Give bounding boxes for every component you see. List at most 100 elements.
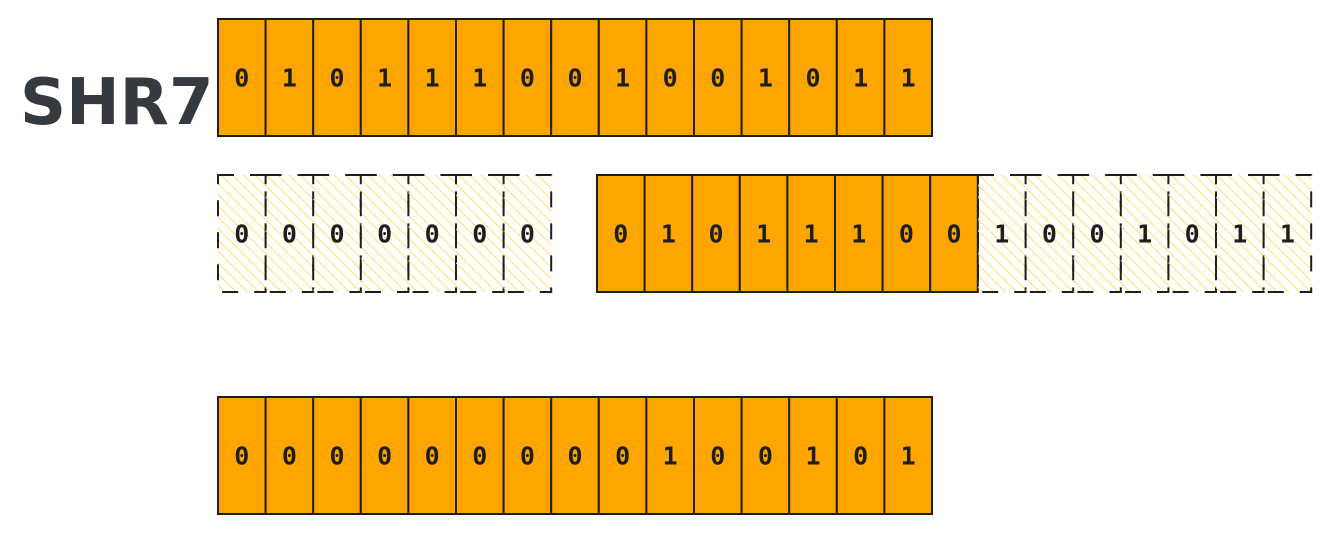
result-bit-cell: 0: [502, 396, 553, 515]
result-bit-cell: 0: [835, 396, 886, 515]
kept-bit-value: 0: [899, 220, 914, 249]
result-bit-cell: 0: [740, 396, 791, 515]
result-bit-box: [407, 396, 457, 515]
dropped-bit-value: 0: [1185, 220, 1200, 249]
inserted-zeros-bit-cell: 0: [264, 174, 315, 293]
input-bit-cell: 1: [359, 18, 410, 137]
result-bit-value: 0: [425, 442, 440, 471]
dropped-bit-cell: 0: [1024, 174, 1075, 293]
result-bit-box: [264, 396, 315, 515]
kept-bit-box: [596, 174, 646, 293]
input-bit-cell: 1: [264, 18, 315, 137]
input-bit-box: [788, 18, 838, 137]
kept-bit-box: [786, 174, 837, 293]
inserted-zeros-bit-box: [312, 174, 362, 293]
inserted-zeros-bit-cell: 0: [455, 174, 505, 293]
kept-bit-cell: 0: [596, 174, 646, 293]
input-bit-value: 0: [234, 64, 249, 93]
result-bit-value: 0: [377, 442, 392, 471]
result-bit-cell: 0: [264, 396, 315, 515]
result-bit-box: [645, 396, 696, 515]
dropped-bit-cell: 1: [1215, 174, 1265, 293]
input-bit-value: 0: [663, 64, 678, 93]
result-bit-cell: 0: [693, 396, 743, 515]
operation-label: SHR7: [20, 66, 213, 140]
kept-bit-value: 0: [613, 220, 628, 249]
kept-bit-cell: 0: [691, 174, 741, 293]
result-bit-cell: 0: [550, 396, 600, 515]
result-bit-value: 1: [901, 442, 916, 471]
input-bit-value: 0: [567, 64, 582, 93]
kept-bit-value: 1: [804, 220, 819, 249]
inserted-zeros-bit-cell: 0: [312, 174, 362, 293]
kept-bit-box: [881, 174, 932, 293]
dropped-bit-value: 1: [1280, 220, 1295, 249]
dropped-bit-cell: 1: [1119, 174, 1170, 293]
result-bit-cell: 1: [883, 396, 934, 515]
kept-bit-value: 1: [661, 220, 676, 249]
input-bit-cell: 1: [597, 18, 648, 137]
input-bit-cell: 1: [740, 18, 791, 137]
inserted-zeros-bit-value: 0: [520, 220, 535, 249]
kept-bit-box: [929, 174, 979, 293]
inserted-zeros-bit-box: [455, 174, 505, 293]
inserted-zeros-bit-value: 0: [472, 220, 487, 249]
input-bit-cell: 0: [550, 18, 600, 137]
dropped-bit-box: [1262, 174, 1313, 293]
dropped-bit-value: 1: [1232, 220, 1247, 249]
input-bit-box: [312, 18, 362, 137]
input-bit-cell: 1: [835, 18, 886, 137]
input-bit-value: 1: [758, 64, 773, 93]
result-bit-value: 0: [710, 442, 725, 471]
result-bit-cell: 0: [597, 396, 648, 515]
input-bit-cell: 1: [455, 18, 505, 137]
input-bit-box: [597, 18, 648, 137]
inserted-zeros-bit-box: [502, 174, 553, 293]
dropped-bit-box: [1072, 174, 1122, 293]
input-bit-box: [407, 18, 457, 137]
inserted-zeros-bit-cell: 0: [217, 174, 267, 293]
input-bit-box: [502, 18, 553, 137]
input-bit-cell: 0: [502, 18, 553, 137]
input-bit-cell: 0: [645, 18, 696, 137]
input-bit-value: 0: [805, 64, 820, 93]
dropped-bit-cell: 0: [1167, 174, 1218, 293]
dropped-bit-cell: 0: [1072, 174, 1122, 293]
input-bit-value: 1: [853, 64, 868, 93]
inserted-zeros-bit-value: 0: [234, 220, 249, 249]
input-bit-cell: 0: [788, 18, 838, 137]
dropped-bit-cell: 1: [977, 174, 1027, 293]
input-bit-value: 0: [520, 64, 535, 93]
kept-bit-box: [738, 174, 789, 293]
dropped-bit-box: [977, 174, 1027, 293]
input-bit-value: 1: [472, 64, 487, 93]
result-bit-value: 0: [472, 442, 487, 471]
kept-bit-box: [834, 174, 884, 293]
dropped-bit-value: 1: [994, 220, 1009, 249]
result-bit-box: [835, 396, 886, 515]
inserted-zeros-bit-box: [359, 174, 410, 293]
dropped-bit-value: 0: [1089, 220, 1104, 249]
kept-bit-cell: 1: [786, 174, 837, 293]
inserted-zeros-bit-cell: 0: [359, 174, 410, 293]
result-bit-cell: 1: [788, 396, 838, 515]
kept-bit-box: [643, 174, 694, 293]
result-bit-box: [550, 396, 600, 515]
result-bit-cell: 0: [359, 396, 410, 515]
inserted-zeros-bit-value: 0: [377, 220, 392, 249]
result-bit-value: 0: [282, 442, 297, 471]
result-bit-value: 1: [805, 442, 820, 471]
kept-bit-value: 1: [851, 220, 866, 249]
result-bit-value: 0: [758, 442, 773, 471]
inserted-zeros-bit-cell: 0: [502, 174, 553, 293]
dropped-bit-value: 1: [1137, 220, 1152, 249]
inserted-zeros-bit-value: 0: [329, 220, 344, 249]
result-bit-value: 0: [567, 442, 582, 471]
input-bit-box: [264, 18, 315, 137]
inserted-zeros-bit-value: 0: [282, 220, 297, 249]
input-bit-box: [550, 18, 600, 137]
